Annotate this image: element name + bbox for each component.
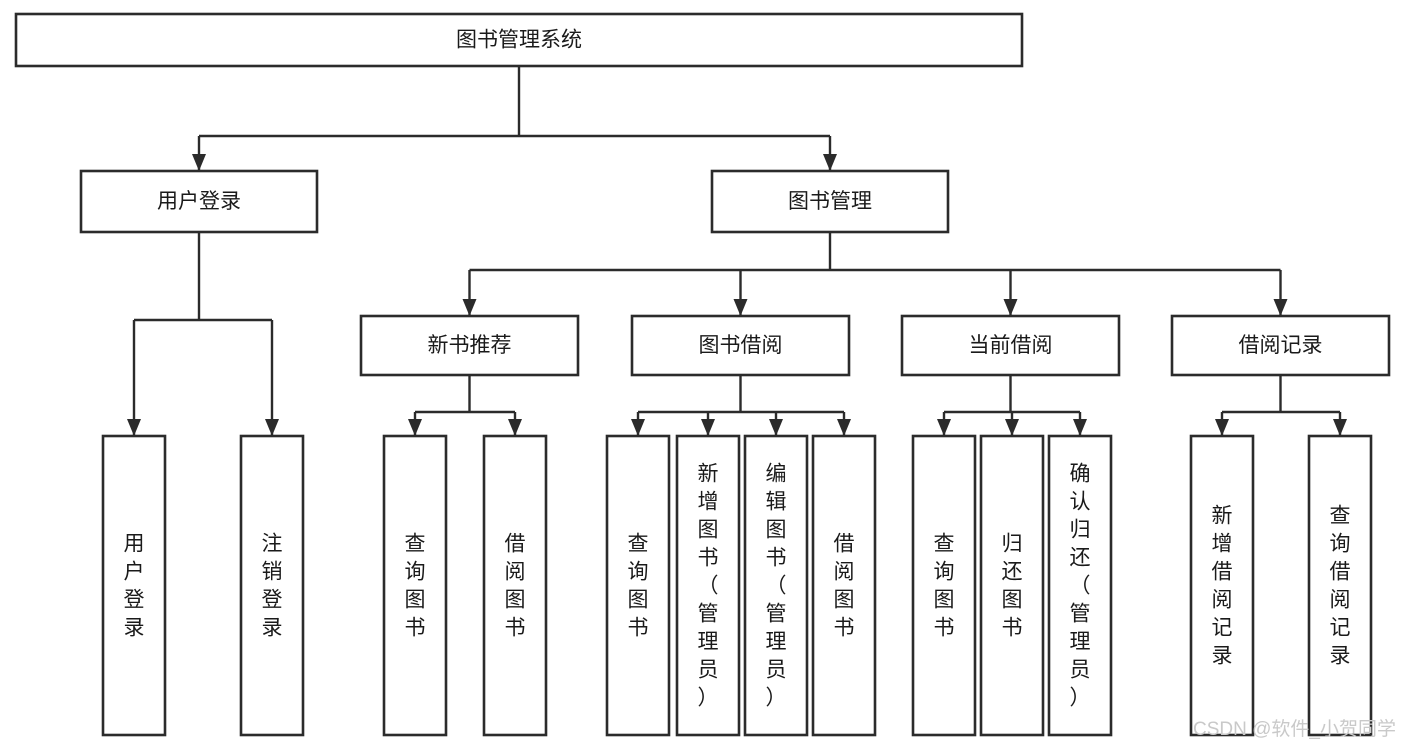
node-current-borrow[interactable]: 当前借阅 <box>900 314 1121 377</box>
arrow-head-icon <box>631 419 645 436</box>
node-box <box>811 434 877 737</box>
arrow-head-icon <box>1005 419 1019 436</box>
node-box <box>710 169 950 234</box>
arrow-head-icon <box>408 419 422 436</box>
node-box <box>14 12 1024 68</box>
arrow-head-icon <box>462 299 477 316</box>
node-label: 借阅图书 <box>834 533 855 640</box>
node-label: 新增借阅记录 <box>1212 505 1233 668</box>
arrow-head-icon <box>1003 299 1018 316</box>
node-leaf-add-record[interactable]: 新增借阅记录 <box>1189 434 1255 737</box>
node-leaf-return-book[interactable]: 归还图书 <box>979 434 1045 737</box>
node-box <box>630 314 851 377</box>
csdn-watermark: CSDN @软件_小贺同学 <box>1193 718 1396 740</box>
node-leaf-edit-book[interactable]: 编辑图书（管理员） <box>743 434 809 737</box>
arrow-head-icon <box>701 419 715 436</box>
node-user-login[interactable]: 用户登录 <box>79 169 319 234</box>
arrow-head-icon <box>127 419 141 436</box>
node-leaf-user-login[interactable]: 用户登录 <box>101 434 167 737</box>
edge-group-root <box>192 66 837 171</box>
node-leaf-logout[interactable]: 注销登录 <box>239 434 305 737</box>
edge-group-borrow-record <box>1215 375 1347 436</box>
node-borrow-record[interactable]: 借阅记录 <box>1170 314 1391 377</box>
node-leaf-borrow-book-rec[interactable]: 借阅图书 <box>482 434 548 737</box>
node-box <box>1189 434 1255 737</box>
arrow-head-icon <box>265 419 279 436</box>
node-label: 查询图书 <box>934 533 955 640</box>
node-label: 编辑图书（管理员） <box>766 463 787 710</box>
node-leaf-query-book-current[interactable]: 查询图书 <box>911 434 977 737</box>
edge-group-book-manage <box>462 232 1288 316</box>
nodes-layer: 图书管理系统用户登录图书管理新书推荐图书借阅当前借阅借阅记录用户登录注销登录查询… <box>14 12 1391 737</box>
node-box <box>79 169 319 234</box>
arrow-head-icon <box>823 154 837 171</box>
node-label: 图书管理 <box>788 190 872 213</box>
node-leaf-confirm-return[interactable]: 确认归还（管理员） <box>1047 434 1113 737</box>
node-label: 查询图书 <box>628 533 649 640</box>
node-label: 归还图书 <box>1002 533 1023 640</box>
node-root[interactable]: 图书管理系统 <box>14 12 1024 68</box>
node-leaf-query-book-borrow[interactable]: 查询图书 <box>605 434 671 737</box>
arrow-head-icon <box>1215 419 1229 436</box>
arrow-head-icon <box>1073 419 1087 436</box>
node-box <box>239 434 305 737</box>
node-box <box>382 434 448 737</box>
edge-group-user-login <box>127 232 279 436</box>
node-leaf-query-record[interactable]: 查询借阅记录 <box>1307 434 1373 737</box>
node-label: 查询图书 <box>405 533 426 640</box>
node-new-book-rec[interactable]: 新书推荐 <box>359 314 580 377</box>
node-label: 用户登录 <box>157 190 241 213</box>
arrow-head-icon <box>1333 419 1347 436</box>
node-box <box>911 434 977 737</box>
arrow-head-icon <box>769 419 783 436</box>
node-box <box>675 434 741 737</box>
node-label: 注销登录 <box>262 533 283 640</box>
edge-group-book-borrow <box>631 375 851 436</box>
arrow-head-icon <box>192 154 206 171</box>
node-leaf-add-book[interactable]: 新增图书（管理员） <box>675 434 741 737</box>
node-label: 确认归还（管理员） <box>1070 463 1091 710</box>
node-label: 用户登录 <box>124 533 145 640</box>
node-box <box>1047 434 1113 737</box>
node-box <box>482 434 548 737</box>
node-label: 图书管理系统 <box>456 29 582 52</box>
node-label: 查询借阅记录 <box>1330 505 1351 668</box>
node-box <box>605 434 671 737</box>
node-box <box>900 314 1121 377</box>
node-book-manage[interactable]: 图书管理 <box>710 169 950 234</box>
edges-layer <box>127 66 1347 436</box>
edge-group-new-book-rec <box>408 375 522 436</box>
node-leaf-query-book-rec[interactable]: 查询图书 <box>382 434 448 737</box>
node-label: 新书推荐 <box>428 334 512 357</box>
node-leaf-borrow-book[interactable]: 借阅图书 <box>811 434 877 737</box>
node-box <box>359 314 580 377</box>
node-box <box>101 434 167 737</box>
arrow-head-icon <box>837 419 851 436</box>
node-box <box>979 434 1045 737</box>
node-label: 新增图书（管理员） <box>698 463 719 710</box>
arrow-head-icon <box>937 419 951 436</box>
node-label: 当前借阅 <box>969 334 1053 357</box>
node-box <box>743 434 809 737</box>
node-label: 借阅图书 <box>505 533 526 640</box>
arrow-head-icon <box>1273 299 1288 316</box>
node-box <box>1307 434 1373 737</box>
node-label: 借阅记录 <box>1239 334 1323 357</box>
arrow-head-icon <box>733 299 748 316</box>
node-box <box>1170 314 1391 377</box>
arrow-head-icon <box>508 419 522 436</box>
edge-group-current-borrow <box>937 375 1087 436</box>
node-label: 图书借阅 <box>699 334 783 357</box>
node-book-borrow[interactable]: 图书借阅 <box>630 314 851 377</box>
